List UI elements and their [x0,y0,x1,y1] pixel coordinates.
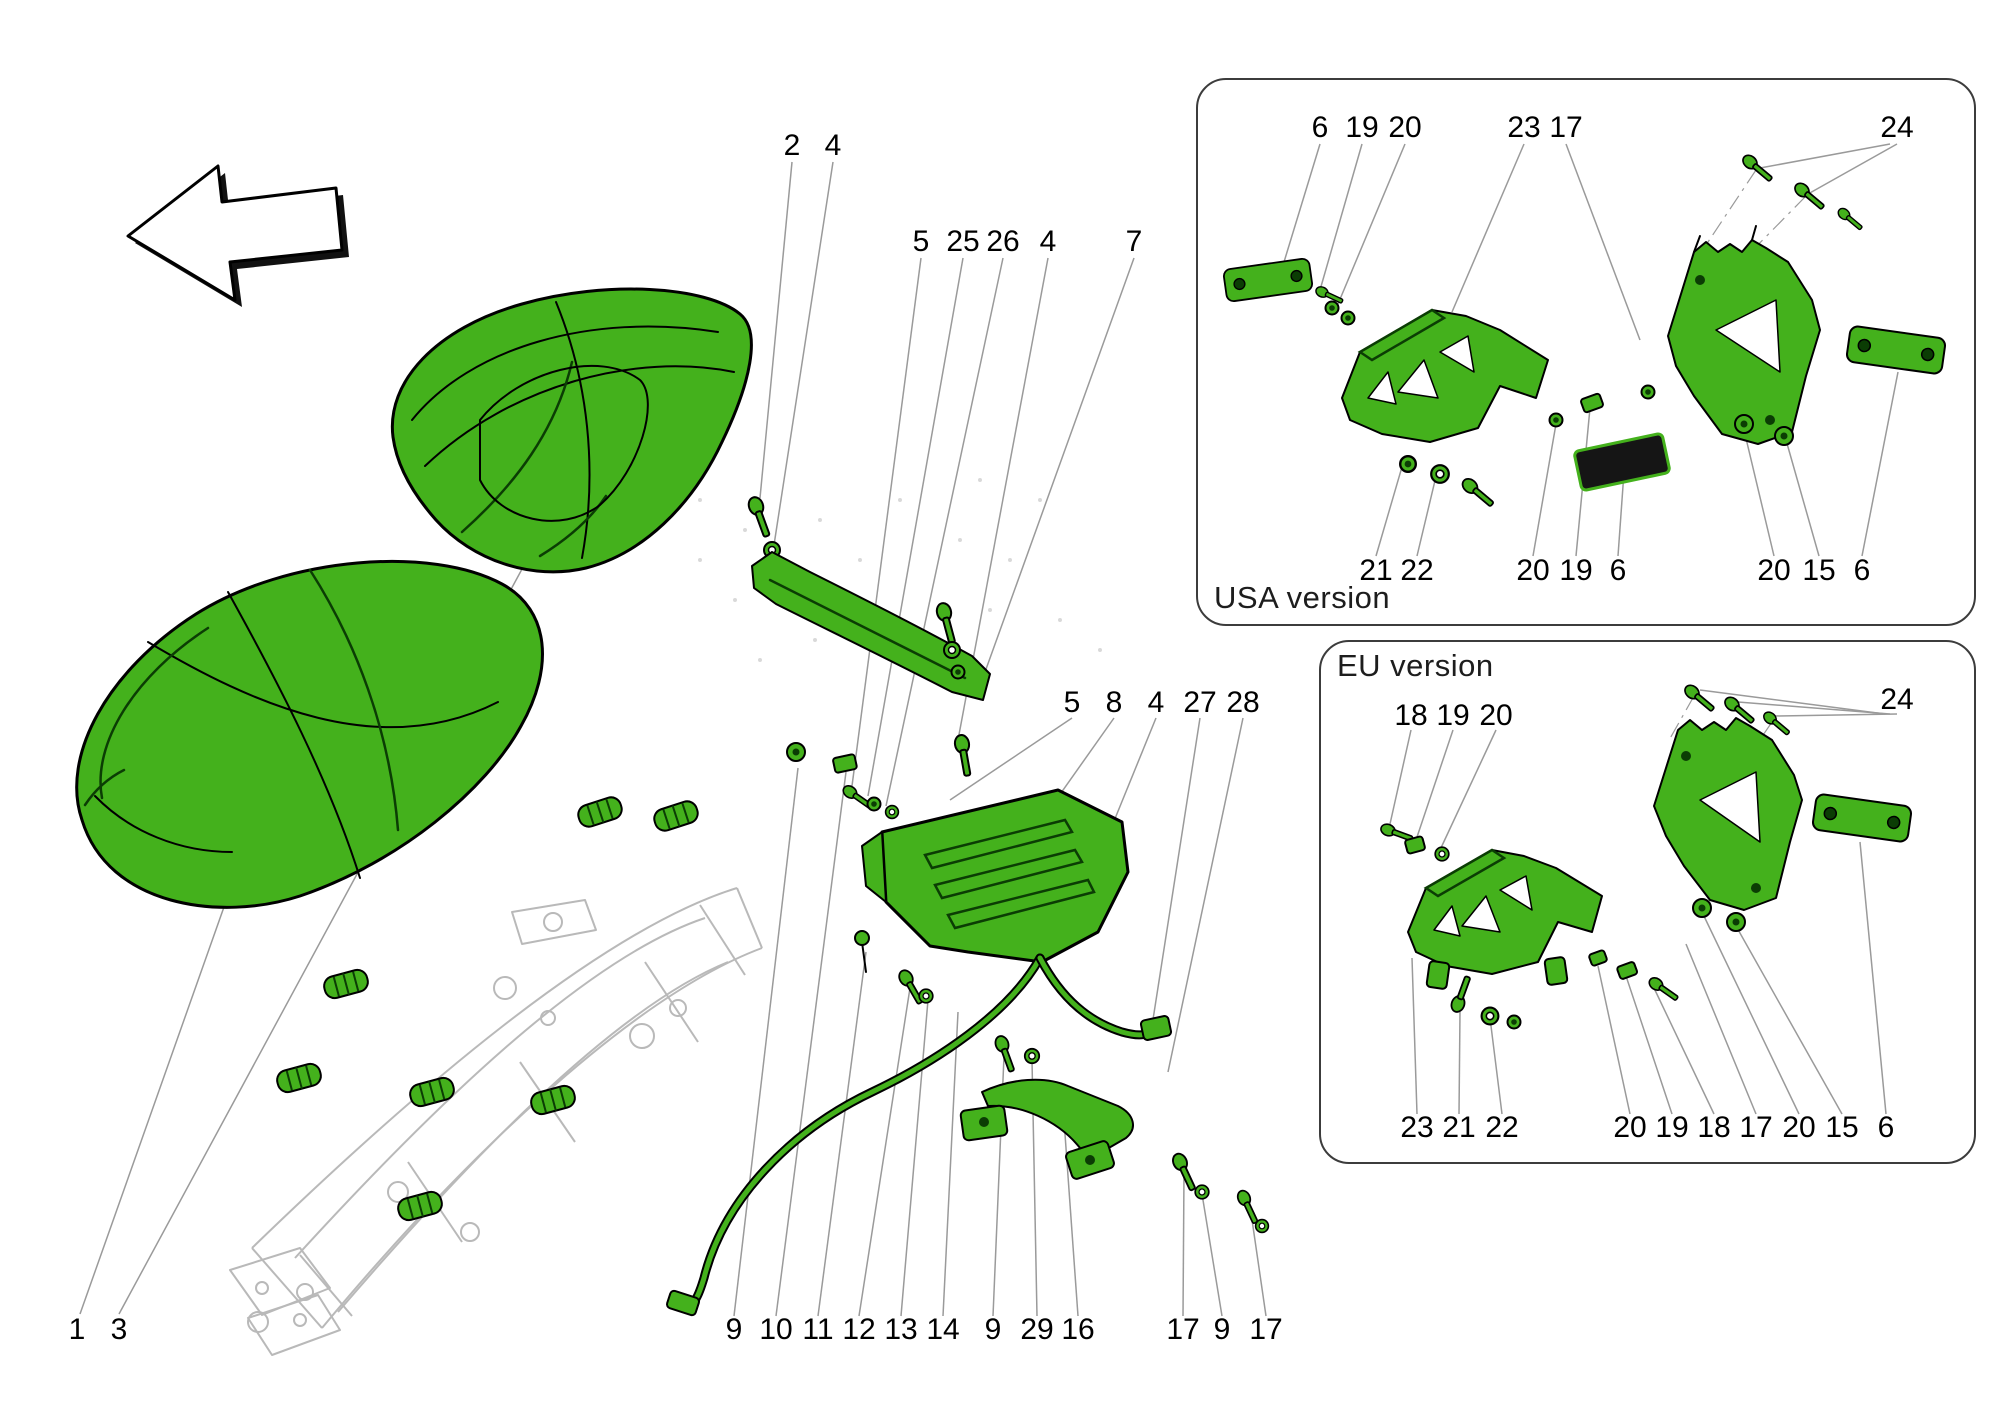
center-bracket-assembly [786,742,1130,1007]
cowl-bracket-assembly [745,494,991,820]
eu-parts-group [1378,681,1914,1030]
eu-version-panel: EU version [1319,640,1976,1164]
eu-version-label: EU version [1337,648,1494,683]
usa-version-label: USA version [1214,580,1391,615]
seat-release-cable [665,953,1173,1317]
usa-version-panel: USA version [1196,78,1976,626]
subframe-wireframe [229,887,763,1356]
latch-bracket-assembly [959,1033,1270,1234]
tail-cowl-part [390,287,753,574]
rider-seat-part [75,560,544,909]
usa-parts-group [1222,151,1948,511]
direction-arrow-icon [126,164,349,307]
